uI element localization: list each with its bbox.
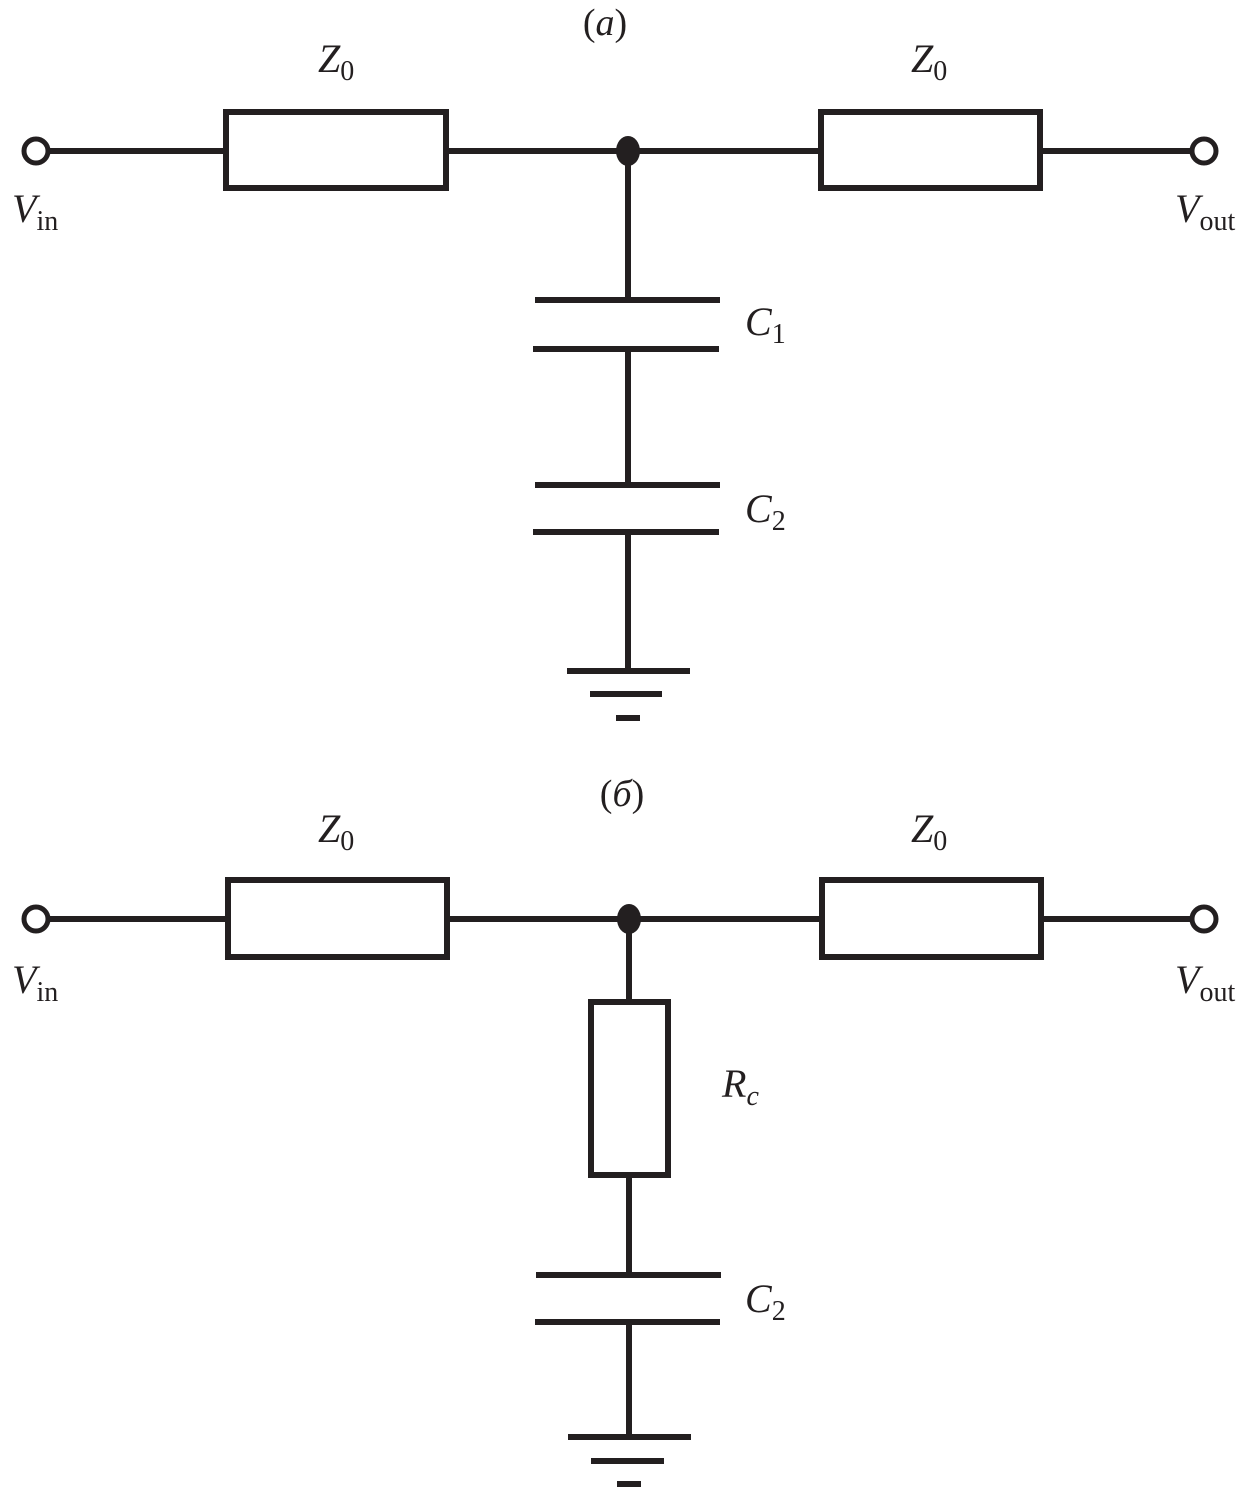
label-c2: C2 [745, 486, 786, 537]
panel-a-caption: (a) [583, 2, 627, 44]
panel-b: (б) Z0 Z0 Vin Vout Rc C2 [12, 773, 1235, 1487]
resistor-z0-left [223, 109, 449, 191]
label-c1: C1 [745, 299, 786, 350]
label-vout: Vout [1175, 186, 1235, 237]
panel-b-caption: (б) [600, 773, 644, 815]
output-terminal [1189, 904, 1219, 934]
label-c2: C2 [745, 1276, 786, 1327]
resistor-z0-left [225, 877, 450, 960]
resistor-z0-right [818, 109, 1043, 191]
input-terminal [21, 904, 51, 934]
ground-icon [568, 1434, 691, 1487]
label-z0-left: Z0 [318, 806, 354, 857]
label-z0-right: Z0 [911, 806, 947, 857]
output-terminal [1189, 136, 1219, 166]
ground-icon [567, 668, 690, 721]
label-vin: Vin [12, 186, 58, 237]
resistor-z0-right [819, 877, 1044, 960]
label-z0-right: Z0 [911, 36, 947, 87]
resistor-rc [588, 999, 671, 1178]
panel-a: (a) Z0 Z0 Vin Vout C1 C2 [12, 2, 1235, 721]
label-vin: Vin [12, 957, 58, 1008]
input-terminal [21, 136, 51, 166]
label-z0-left: Z0 [318, 36, 354, 87]
label-rc: Rc [721, 1061, 759, 1112]
label-vout: Vout [1175, 957, 1235, 1008]
